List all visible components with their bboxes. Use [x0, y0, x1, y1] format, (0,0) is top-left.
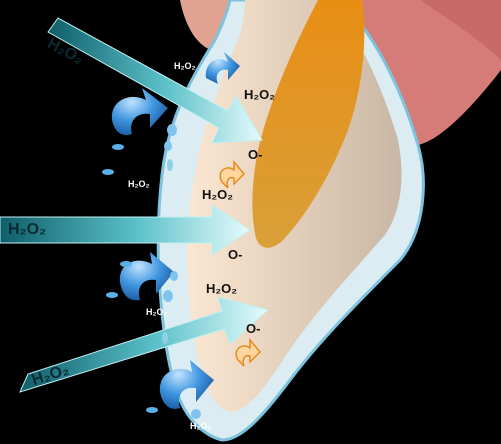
tooth-label-h2o2-1: H₂O₂	[244, 88, 275, 101]
tooth-label-h2o2-3: H₂O₂	[206, 282, 237, 295]
arrow-label-middle: H₂O₂	[8, 222, 46, 238]
tooth-label-oxygen-3: O-	[246, 322, 260, 335]
tooth-label-oxygen-1: O-	[248, 148, 262, 161]
tooth-label-h2o2-2: H₂O₂	[202, 188, 233, 201]
bubble-label-middle-left: H₂O₂	[146, 308, 168, 317]
bubble-label-bottom-left: H₂O₂	[190, 422, 212, 431]
bubble-label-upper-left: H₂O₂	[128, 180, 150, 189]
tooth-label-oxygen-2: O-	[228, 248, 242, 261]
bubble-label-top: H₂O₂	[174, 62, 196, 71]
